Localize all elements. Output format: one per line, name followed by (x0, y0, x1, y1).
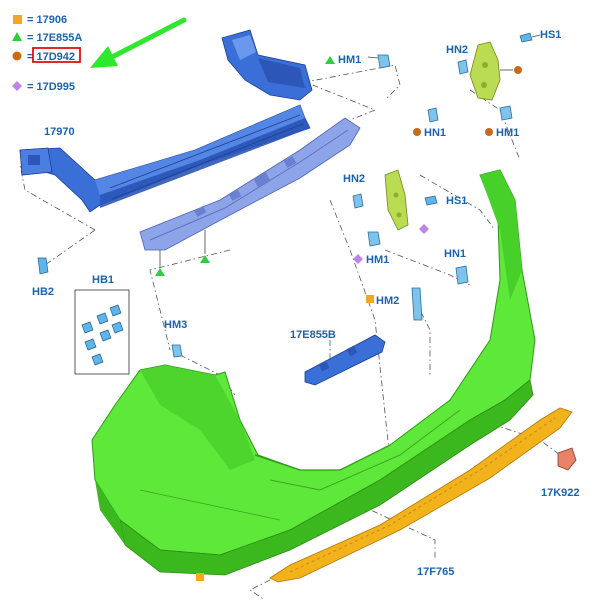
legend-item-17906: = 17906 (27, 14, 67, 26)
energy-absorber (139, 117, 361, 251)
diffuser-17f765 (269, 407, 573, 583)
legend-triangle-icon (12, 32, 22, 41)
hm1-diamond-marker-icon (353, 254, 363, 264)
legend-diamond-icon (12, 81, 22, 91)
legend-item-17d942: = 17D942 (27, 51, 75, 63)
fastener-hn2-mid-icon (352, 193, 364, 209)
upper-bracket-circle-marker-icon (514, 66, 522, 74)
highlight-box (32, 47, 81, 63)
label-hn2-mid: HN2 (343, 173, 365, 185)
bracket-upper-right (469, 41, 501, 101)
fastener-hs1-top-icon (519, 32, 541, 43)
label-hm2: HM2 (376, 295, 399, 307)
legend-square-icon (13, 15, 22, 24)
part-17k922 (557, 447, 577, 471)
hb1-fastener-box (74, 289, 130, 375)
label-hm3: HM3 (164, 319, 187, 331)
bumper-beam-17970 (19, 29, 313, 213)
label-17k922: 17K922 (541, 487, 580, 499)
hm1-triangle-marker-icon (325, 56, 335, 64)
pointer-arrow-icon (90, 17, 187, 68)
hm2-square-marker-icon (366, 295, 374, 303)
label-hm1-low: HM1 (366, 254, 389, 266)
legend: = 17906 = 17E855A = 17D942 = 17D995 (12, 14, 82, 93)
label-hb2: HB2 (32, 286, 54, 298)
fastener-hm1-top-icon (367, 54, 391, 69)
bumper-cover (91, 169, 536, 576)
label-hm1-mid: HM1 (496, 127, 519, 139)
fastener-hm1-low-icon (367, 231, 381, 247)
bottom-square-marker-icon (196, 573, 204, 581)
label-17e855b: 17E855B (290, 329, 336, 341)
fastener-hn2-top-icon (457, 59, 469, 75)
fastener-hm1-mid-icon (499, 105, 513, 121)
fastener-hs1-mid-icon (424, 195, 438, 206)
label-17970: 17970 (44, 126, 75, 138)
fastener-hm3-icon (171, 344, 183, 358)
legend-item-17d995: = 17D995 (27, 81, 75, 93)
fastener-hm2-icon (411, 287, 423, 321)
label-hs1-top: HS1 (540, 29, 561, 41)
legend-item-17e855a: = 17E855A (27, 32, 82, 44)
part-17e855b (304, 334, 386, 386)
label-hn2-top: HN2 (446, 44, 468, 56)
bracket-diamond-marker-icon (419, 224, 429, 234)
legend-circle-icon (12, 51, 22, 61)
hm1-circle-marker-icon (485, 128, 493, 136)
label-17f765: 17F765 (417, 566, 454, 578)
label-hs1-mid: HS1 (446, 195, 467, 207)
bracket-middle (384, 169, 409, 231)
fastener-hb2-icon (37, 257, 49, 275)
part-labels: HS1 HN2 HM1 HN1 HM1 17970 HN2 HS1 HM1 HN… (32, 29, 580, 578)
absorber-triangle-marker-icon (200, 255, 210, 263)
label-hn1-mid: HN1 (424, 127, 446, 139)
fastener-hn1-mid-icon (427, 107, 439, 123)
label-hn1-low: HN1 (444, 248, 466, 260)
fastener-hn1-low-icon (455, 265, 469, 285)
hn1-circle-marker-icon (413, 128, 421, 136)
absorber-triangle-marker-icon (155, 268, 165, 276)
label-hb1: HB1 (92, 274, 114, 286)
label-hm1-top: HM1 (338, 54, 361, 66)
